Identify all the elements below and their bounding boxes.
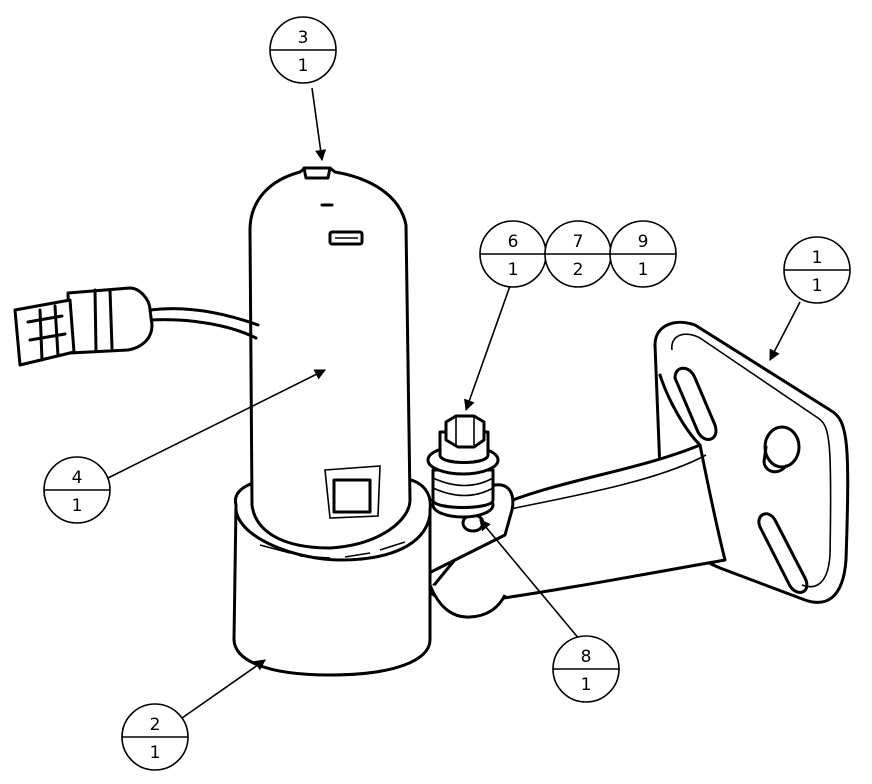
sensor-cylinder [248, 166, 412, 550]
balloon-3-qty: 1 [298, 56, 309, 76]
balloon-4-item: 4 [72, 468, 83, 488]
balloon-1-qty: 1 [812, 276, 823, 296]
balloon-9-item: 9 [638, 232, 649, 252]
fitting-stack [426, 414, 500, 519]
balloon-8-qty: 1 [581, 675, 592, 695]
balloon-8: 8 1 [552, 635, 620, 703]
balloon-4: 4 1 [43, 456, 111, 524]
leader-lines [107, 87, 801, 719]
cable-connector [13, 286, 260, 367]
balloon-1: 1 1 [783, 236, 851, 304]
balloon-2: 2 1 [121, 703, 189, 771]
balloon-7: 7 2 [544, 220, 612, 288]
balloon-6-qty: 1 [508, 260, 519, 280]
balloon-3: 3 1 [269, 16, 337, 84]
balloon-6: 6 1 [479, 220, 547, 288]
balloon-9-qty: 1 [638, 260, 649, 280]
balloon-7-item: 7 [573, 232, 584, 252]
balloon-3-item: 3 [298, 28, 309, 48]
balloon-9: 9 1 [609, 220, 677, 288]
balloon-7-qty: 2 [573, 260, 584, 280]
balloon-8-item: 8 [581, 647, 592, 667]
balloon-6-item: 6 [508, 232, 519, 252]
mounting-bracket [428, 320, 850, 619]
balloon-4-qty: 1 [72, 496, 83, 516]
balloon-2-qty: 1 [150, 743, 161, 763]
balloon-1-item: 1 [812, 248, 823, 268]
balloon-2-item: 2 [150, 715, 161, 735]
